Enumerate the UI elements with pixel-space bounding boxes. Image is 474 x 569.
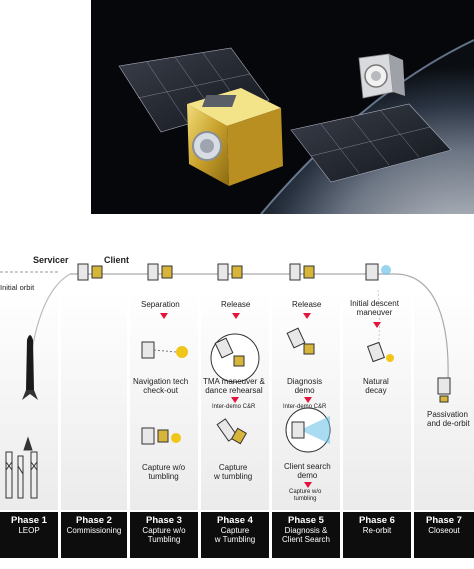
rocket-icon (22, 335, 38, 400)
phase-4-subtitle: Capture w Tumbling (214, 526, 256, 544)
step-inter-demo-5: Inter-demo C&R (283, 404, 327, 410)
step-natural-decay: Natural decay (363, 377, 389, 395)
step-release-5: Release (292, 300, 322, 309)
phase-3-title: Phase 3 (146, 515, 182, 526)
phase-2-subtitle: Commissioning (66, 526, 122, 535)
phase-6-subtitle: Re-orbit (362, 526, 392, 535)
arrow-tma (231, 397, 239, 403)
step-passivation: Passivation and de-orbit (427, 410, 470, 428)
phase-6-title: Phase 6 (359, 515, 395, 526)
phase-4-title: Phase 4 (217, 515, 253, 526)
arrow-client-search (304, 482, 312, 488)
servicer-label: Servicer (33, 255, 69, 265)
step-capture-wo-5: Capture w/o tumbling (289, 489, 322, 502)
phase-7-subtitle: Closeout (428, 526, 460, 535)
phase-2-column (61, 290, 127, 510)
phase-3-column (130, 290, 198, 510)
phase-1-header: Phase 1 LEOP (0, 512, 58, 558)
step-diagnosis: Diagnosis demo (287, 377, 323, 395)
client-label: Client (104, 255, 130, 265)
phase-7-title: Phase 7 (426, 515, 462, 526)
phase-1-subtitle: LEOP (18, 526, 40, 535)
phase-7-header: Phase 7 Closeout (414, 512, 474, 558)
phase-1-column (0, 290, 58, 510)
step-capture-wo-3: Capture w/o tumbling (142, 463, 186, 481)
servicer-client-icons (77, 263, 391, 281)
phase-5-subtitle: Diagnosis & Client Search (281, 526, 331, 544)
phase-2-title: Phase 2 (76, 515, 112, 526)
launch-tower-icon (5, 436, 38, 499)
step-client-search: Client search demo (284, 462, 331, 480)
step-tma: TMA maneuver & dance rehearsal (203, 377, 265, 395)
step-capture-w-4: Capture w tumbling (214, 463, 253, 481)
phase-5-title: Phase 5 (288, 515, 324, 526)
phase-3-subtitle: Capture w/o Tumbling (142, 526, 186, 544)
step-initial-descent: Initial descent maneuver (350, 299, 399, 317)
arrow-separation (160, 313, 168, 319)
step-nav-tech: Navigation tech check-out (133, 377, 189, 395)
phase-5-header: Phase 5 Diagnosis & Client Search (272, 512, 340, 558)
step-release-4: Release (221, 300, 251, 309)
arrow-initial-descent (373, 322, 381, 328)
phase-1-title: Phase 1 (11, 515, 47, 526)
arrow-diagnosis (304, 397, 312, 403)
phase-6-header: Phase 6 Re-orbit (343, 512, 411, 558)
phase-2-header: Phase 2 Commissioning (61, 512, 127, 558)
mission-trajectory-diagram (0, 263, 451, 499)
phase-3-header: Phase 3 Capture w/o Tumbling (130, 512, 198, 558)
step-separation: Separation (141, 300, 180, 309)
satellite-photo (91, 0, 474, 214)
arrow-release-5 (303, 313, 311, 319)
arrow-release-4 (232, 313, 240, 319)
step-inter-demo-4: Inter-demo C&R (212, 404, 256, 410)
phase-4-header: Phase 4 Capture w Tumbling (201, 512, 269, 558)
